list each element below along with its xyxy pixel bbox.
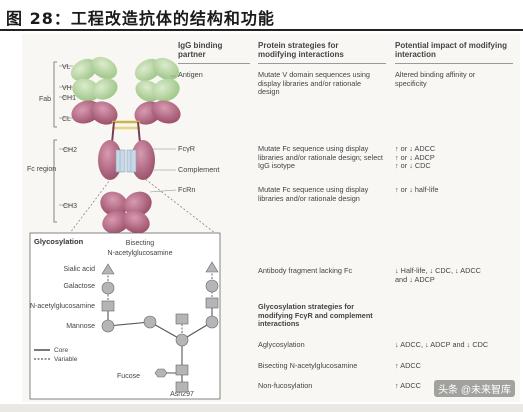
glyco-row-bisecting-strategy: Bisecting N-acetylglucosamine — [258, 361, 358, 370]
glycan-tree — [101, 261, 219, 393]
row-fcrn-strategy: Mutate Fc sequence using display librari… — [258, 185, 369, 203]
header-rule-strategy — [258, 63, 386, 64]
label-ch3: CH3 — [63, 203, 77, 210]
glyco-row-nonfucose-strategy: Non-fucosylation — [258, 381, 313, 390]
ch3-domains — [100, 191, 152, 234]
label-bisecting-line1: Bisecting — [126, 240, 155, 247]
label-asn297: Asn297 — [170, 391, 194, 398]
title-rule — [0, 29, 523, 31]
label-fc-region: Fc region — [27, 166, 56, 173]
glyco-row-aglycosylation-impact: ↓ ADCC, ↓ ADCP and ↓ CDC — [395, 340, 489, 349]
row-fcgr-impact: ↑ or ↓ ADCC ↑ or ↓ ADCP ↑ or ↓ CDC — [395, 144, 436, 171]
label-ch2: CH2 — [63, 147, 77, 154]
watermark: 头条 @未来智库 — [434, 380, 515, 397]
label-fucose: Fucose — [117, 373, 140, 380]
row-complement-partner: Complement — [178, 165, 220, 174]
page-footer-strip — [0, 404, 523, 412]
row-antigen-partner: Antigen — [178, 70, 203, 79]
glyco-panel-title: Glycosylation — [34, 237, 84, 246]
label-fab: Fab — [39, 96, 51, 103]
row-fcgr-strategy: Mutate Fc sequence using display librari… — [258, 144, 383, 171]
fragment-impact: ↓ Half-life, ↓ CDC, ↓ ADCC and ↓ ADCP — [395, 266, 481, 284]
row-antigen-impact: Altered binding affinity or specificity — [395, 70, 476, 88]
label-cl: CL — [62, 116, 71, 123]
header-rule-impact — [395, 63, 513, 64]
row-fcgr-partner: FcγR — [178, 144, 196, 153]
label-glcnac: N-acetylglucosamine — [30, 303, 95, 310]
hinge-region — [111, 120, 141, 144]
fragment-strategy: Antibody fragment lacking Fc — [258, 266, 353, 275]
label-galactose: Galactose — [63, 283, 95, 290]
glycosylation-panel — [29, 232, 221, 400]
label-mannose: Mannose — [66, 323, 95, 330]
fc-bracket — [53, 139, 57, 223]
row-antigen-strategy: Mutate V domain sequences using display … — [258, 70, 370, 97]
header-impact: Potential impact of modifying interactio… — [395, 41, 508, 59]
label-bisecting-line2: N-acetylglucosamine — [108, 250, 173, 257]
ch2-domains — [98, 140, 155, 180]
glyco-row-nonfucose-impact: ↑ ADCC — [395, 381, 421, 390]
glyco-row-bisecting-impact: ↑ ADCC — [395, 361, 421, 370]
left-fab-arm — [70, 56, 118, 125]
right-fab-arm — [134, 57, 181, 125]
row-fcrn-partner: FcRn — [178, 185, 196, 194]
fab-bracket — [53, 61, 57, 128]
header-partner: IgG binding partner — [178, 41, 223, 59]
legend-variable: Variable — [54, 356, 78, 363]
label-vh: VH — [62, 85, 72, 92]
label-sialic-acid: Sialic acid — [63, 266, 95, 273]
header-rule-partner — [178, 63, 250, 64]
label-ch1: CH1 — [62, 95, 76, 102]
label-vl: VL — [62, 64, 71, 71]
page-title: 图 28：工程改造抗体的结构和功能 — [6, 9, 275, 28]
header-protein-strategy: Protein strategies for modifying interac… — [258, 41, 344, 59]
glyco-strategies-header: Glycosylation strategies for modifying F… — [258, 302, 373, 329]
row-fcrn-impact: ↑ or ↓ half-life — [395, 185, 439, 194]
legend-core: Core — [54, 347, 68, 354]
glyco-row-aglycosylation-strategy: Aglycosylation — [258, 340, 305, 349]
